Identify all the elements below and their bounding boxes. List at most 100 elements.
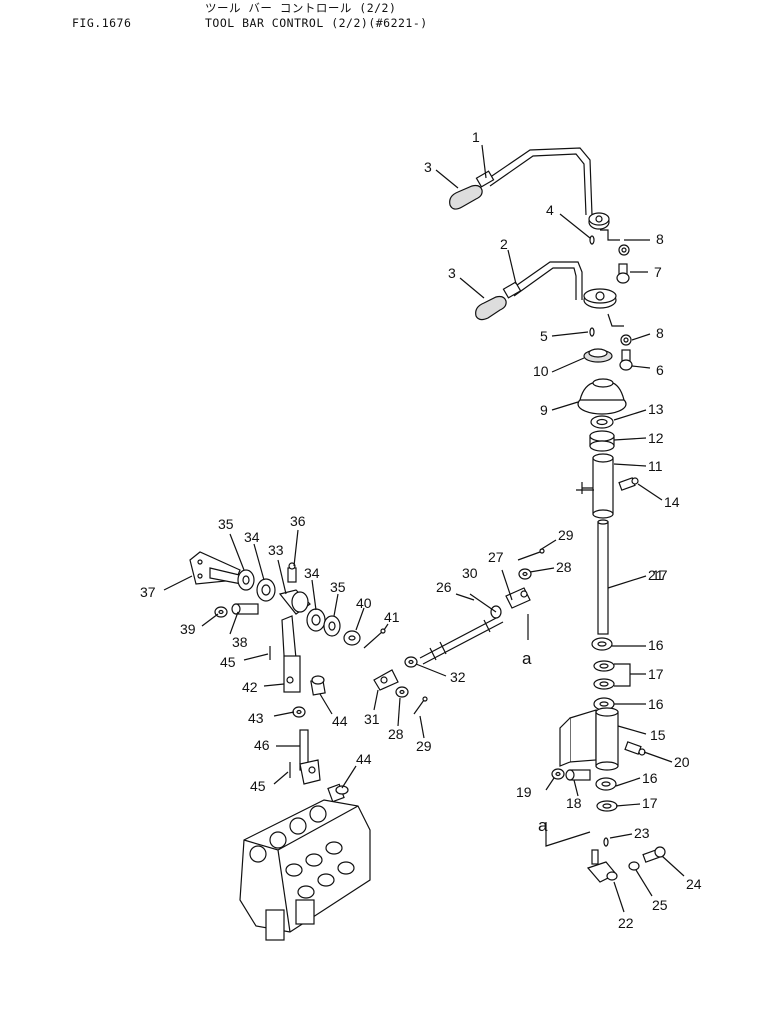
washer-25 <box>628 861 640 871</box>
pin-41 <box>363 628 386 649</box>
bearing-34-left <box>256 578 276 602</box>
bushing-35-left <box>237 569 255 591</box>
callout-label: 15 <box>650 727 666 743</box>
grip-3-lower <box>475 295 507 321</box>
rod-46 <box>299 729 321 785</box>
callout-label: 1 <box>472 129 480 145</box>
callout-label: 8 <box>656 231 664 247</box>
callout-label: 6 <box>656 362 664 378</box>
callout-label: 28 <box>556 559 572 575</box>
callout-label: 2 <box>500 236 508 252</box>
washer-40 <box>343 630 361 646</box>
tube-11 <box>576 453 614 519</box>
callout-label: 36 <box>290 513 306 529</box>
title-japanese: ツール バー コントロール (2/2) <box>205 1 397 15</box>
callout-label: 17 <box>652 567 668 583</box>
lever-2 <box>502 261 617 309</box>
callout-label: 5 <box>540 328 548 344</box>
grease-fitting-36 <box>287 562 297 583</box>
callout-label: 7 <box>654 264 662 280</box>
shaft-21 <box>597 519 609 635</box>
callout-label: 38 <box>232 634 248 650</box>
callout-label: 20 <box>674 754 690 770</box>
arm-22 <box>586 849 618 883</box>
bearing-17-lower <box>596 800 618 812</box>
seal-16-a <box>591 637 613 651</box>
callout-label: 42 <box>242 679 258 695</box>
callout-label: 24 <box>686 876 702 892</box>
callout-label: 10 <box>533 363 549 379</box>
callout-label: 46 <box>254 737 270 753</box>
callout-label: 9 <box>540 402 548 418</box>
callout-label: 8 <box>656 325 664 341</box>
callout-label: 35 <box>218 516 234 532</box>
bolt-6 <box>619 349 633 371</box>
pin-5 <box>589 327 595 337</box>
callout-label: 27 <box>488 549 504 565</box>
leader-lines <box>163 144 685 913</box>
grease-fitting-14 <box>618 477 639 491</box>
callout-label: 32 <box>450 669 466 685</box>
washer-19 <box>551 768 565 780</box>
callout-label: 12 <box>648 430 664 446</box>
pin-4 <box>589 235 595 245</box>
callout-label: 44 <box>356 751 372 767</box>
callout-label: 33 <box>268 542 284 558</box>
callout-label: 17 <box>648 666 664 682</box>
bolt-7 <box>616 263 630 284</box>
callout-label: 13 <box>648 401 664 417</box>
clamp-10 <box>583 348 613 363</box>
lever-arm-42 <box>281 615 301 693</box>
callout-label: 44 <box>332 713 348 729</box>
bearing-12 <box>589 430 615 452</box>
callout-label: 37 <box>140 584 156 600</box>
nut-32 <box>404 656 418 668</box>
callout-label: 22 <box>618 915 634 931</box>
pin-23 <box>603 837 609 847</box>
callout-label: 34 <box>304 565 320 581</box>
housing-33 <box>278 589 311 615</box>
bearing-34-right <box>306 608 326 632</box>
grease-fitting-20 <box>624 741 646 756</box>
seal-13 <box>590 415 614 429</box>
callout-label: 17 <box>642 795 658 811</box>
nut-28-lower <box>395 686 409 698</box>
callout-label: 40 <box>356 595 372 611</box>
callout-label: 18 <box>566 795 582 811</box>
title-english: TOOL BAR CONTROL (2/2)(#6221-) <box>205 16 428 30</box>
callout-label: 16 <box>648 637 664 653</box>
callout-label: 45 <box>250 778 266 794</box>
connection-marker-a: a <box>538 816 548 835</box>
callout-label: 45 <box>220 654 236 670</box>
rod-26 <box>419 615 504 665</box>
callout-label: 26 <box>436 579 452 595</box>
pin-29-upper <box>517 548 545 561</box>
clevis-31 <box>373 669 399 691</box>
clevis-27 <box>505 587 531 609</box>
bolt-44-upper <box>310 675 326 696</box>
nut-43 <box>292 706 306 718</box>
callout-label: 41 <box>384 609 400 625</box>
callout-label: 28 <box>388 726 404 742</box>
callout-label: 43 <box>248 710 264 726</box>
lever-1 <box>475 147 610 230</box>
callout-label: 34 <box>244 529 260 545</box>
bolt-24 <box>642 846 666 863</box>
nut-8-upper <box>600 229 630 256</box>
nut-8-lower <box>607 313 632 346</box>
bolt-38 <box>231 603 259 615</box>
callout-label: 25 <box>652 897 668 913</box>
boot-9 <box>577 378 627 415</box>
callout-label: 29 <box>558 527 574 543</box>
figure-number: FIG.1676 <box>72 16 132 30</box>
bushing-35-right <box>323 615 341 637</box>
callout-label: 3 <box>424 159 432 175</box>
bolt-18 <box>565 769 591 781</box>
callout-label: 16 <box>642 770 658 786</box>
bearing-17-pair <box>593 660 615 690</box>
callout-label: 3 <box>448 265 456 281</box>
seal-16-b <box>593 697 615 711</box>
callout-label: 14 <box>664 494 680 510</box>
